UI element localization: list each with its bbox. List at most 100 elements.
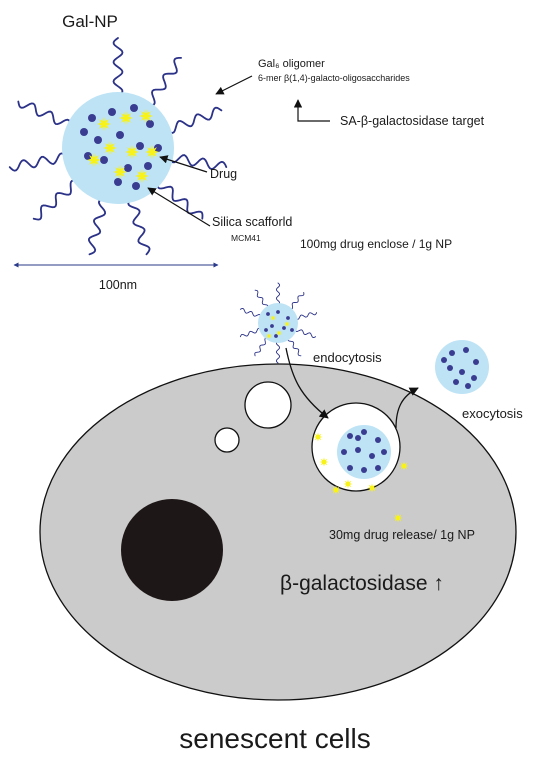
galactose-chain: [166, 106, 223, 134]
title: Gal-NP: [62, 12, 118, 31]
pore-dot: [375, 465, 381, 471]
galactose-chain: [294, 312, 318, 320]
pore-dot: [264, 328, 268, 332]
pore-dot: [369, 453, 375, 459]
oligomer-label: Gal₆ oligomer: [258, 58, 325, 70]
pore-dot: [449, 350, 455, 356]
pore-dot: [459, 369, 465, 375]
galactose-chain: [168, 154, 228, 170]
galactose-chain: [17, 100, 72, 127]
drug-star: [276, 330, 282, 336]
galactose-chain: [146, 57, 182, 107]
galactose-chain: [32, 179, 80, 221]
pore-dot: [94, 136, 102, 144]
galactose-chain: [239, 327, 262, 338]
enzyme-label: β-galactosidase ↑: [280, 572, 444, 595]
drug-arrow: [159, 155, 208, 173]
galactose-chain: [127, 197, 151, 256]
incoming-chains: [239, 282, 318, 364]
pore-dot: [132, 182, 140, 190]
release-label: 30mg drug release/ 1g NP: [329, 528, 475, 542]
drug-star: [393, 513, 403, 523]
scaffold-sub: MCM41: [231, 233, 261, 243]
incoming-dots: [264, 310, 294, 338]
pore-dot: [361, 429, 367, 435]
oligomer-desc: 6-mer β(1,4)-galacto-oligosaccharides: [258, 73, 410, 83]
exocytosed-particle: [435, 340, 489, 394]
galactose-chain: [275, 340, 281, 364]
scaffold-label: Silica scafforld: [212, 215, 292, 229]
galactose-chain: [8, 152, 68, 172]
galactose-chains: [8, 37, 228, 256]
pore-dot: [144, 162, 152, 170]
pore-dot: [80, 128, 88, 136]
pore-dot: [282, 326, 286, 330]
galactose-chain: [289, 291, 305, 310]
galactose-chain: [254, 289, 269, 309]
galactose-chain: [294, 328, 317, 338]
drug-star: [343, 479, 353, 489]
pore-dot: [473, 359, 479, 365]
pore-dot: [276, 310, 280, 314]
pore-dot: [84, 152, 92, 160]
galactose-chain: [275, 282, 281, 306]
pore-dot: [146, 120, 154, 128]
drug-star: [135, 169, 149, 183]
galactose-chain: [112, 37, 124, 97]
drug-star: [87, 153, 101, 167]
pore-dot: [286, 316, 290, 320]
drug-stars: [87, 109, 159, 183]
cell-caption: senescent cells: [179, 723, 370, 754]
galactose-chain: [87, 197, 107, 256]
pore-dot: [116, 131, 124, 139]
drug-label: Drug: [210, 167, 237, 181]
pore-dot: [355, 447, 361, 453]
drug-star: [145, 145, 159, 159]
pore-dot: [266, 312, 270, 316]
endocytosis-label: endocytosis: [313, 350, 382, 365]
drug-star: [399, 461, 409, 471]
enclose-label: 100mg drug enclose / 1g NP: [300, 237, 452, 251]
pore-dot: [130, 104, 138, 112]
drug-star: [125, 145, 139, 159]
exocytosed-dots: [441, 347, 479, 389]
galactose-chain: [254, 337, 269, 357]
pore-dot: [270, 324, 274, 328]
exocytosis-arrow: [395, 387, 419, 429]
drug-star: [97, 117, 111, 131]
internalized-dots: [341, 429, 387, 473]
incoming-particle: [239, 282, 318, 364]
nucleus: [121, 499, 223, 601]
pore-dot: [347, 433, 353, 439]
exocytosis-label: exocytosis: [462, 406, 523, 421]
pore-dot: [124, 164, 132, 172]
vesicle-large: [244, 381, 292, 429]
endocytosis-arrow: [285, 347, 329, 419]
gal-np-particle: [8, 37, 228, 256]
released-drug-stars: [313, 432, 409, 523]
drug-star: [270, 315, 276, 321]
galactose-chain: [156, 180, 204, 220]
incoming-particle-core: [258, 303, 298, 343]
incoming-drug-stars: [266, 315, 290, 339]
pore-dot: [154, 144, 162, 152]
pore-dot: [88, 114, 96, 122]
drug-star: [139, 109, 153, 123]
pore-dot: [447, 365, 453, 371]
size-label: 100nm: [99, 278, 137, 292]
drug-star: [113, 165, 127, 179]
pore-dot: [441, 357, 447, 363]
drug-star: [119, 111, 133, 125]
pore-dot: [341, 449, 347, 455]
galactose-chain: [239, 308, 262, 318]
pore-dot: [375, 437, 381, 443]
pore-dot: [100, 156, 108, 164]
galactose-chain: [287, 337, 302, 357]
pore-dot: [463, 347, 469, 353]
scaffold-arrow: [147, 187, 211, 227]
pore-dot: [381, 449, 387, 455]
pore-dot: [355, 435, 361, 441]
drug-star: [266, 333, 272, 339]
